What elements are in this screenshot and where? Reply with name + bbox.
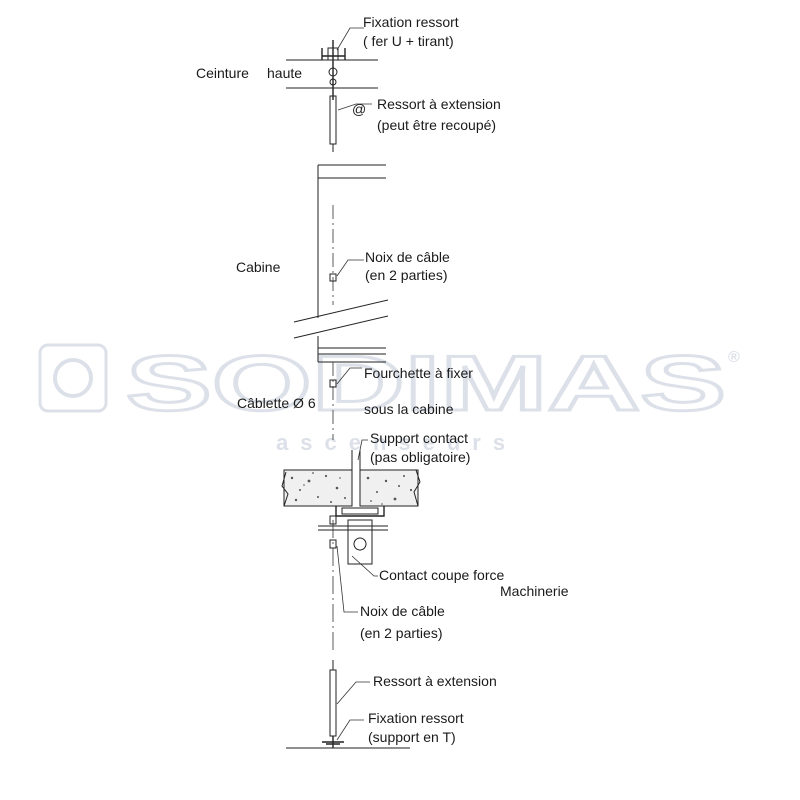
slab-left: [283, 469, 353, 507]
label-ressort-top-1: Ressort à extension: [377, 96, 501, 112]
label-fixation-bot-1: Fixation ressort: [368, 710, 464, 726]
top-spring: [329, 95, 337, 152]
label-ressort-top-2: (peut être recoupé): [377, 117, 496, 133]
concrete-slab: [281, 469, 421, 507]
cabin: [293, 164, 389, 363]
label-machinerie: Machinerie: [500, 583, 569, 599]
label-cabine: Cabine: [236, 259, 281, 275]
main-cable: [329, 205, 337, 650]
label-noix-bot-2: (en 2 parties): [360, 625, 442, 641]
watermark-tagline: ascenseurs: [276, 430, 517, 455]
label-fixation-top-1: Fixation ressort: [363, 14, 459, 30]
watermark-registered: ®: [728, 349, 740, 366]
watermark: SODIMAS ® ascenseurs: [38, 338, 740, 455]
label-fixation-bot-2: (support en T): [368, 729, 456, 745]
top-fixation: [286, 40, 378, 100]
contact-assembly: [318, 450, 388, 565]
label-noix-bot-1: Noix de câble: [360, 603, 445, 619]
label-support-1: Support contact: [370, 430, 468, 446]
label-contact: Contact coupe force: [379, 567, 505, 583]
label-cablette: Câblette Ø 6: [237, 395, 316, 411]
label-at-sign: @: [352, 101, 366, 117]
label-ceinture: Ceinture: [196, 65, 249, 81]
watermark-logo-box: [38, 343, 108, 413]
label-fixation-top-2: ( fer U + tirant): [363, 33, 454, 49]
label-haute: haute: [267, 65, 302, 81]
watermark-brand: SODIMAS: [126, 339, 726, 427]
label-fourchette-2: sous la cabine: [364, 401, 454, 417]
label-fourchette-1: Fourchette à fixer: [364, 365, 473, 381]
label-support-2: (pas obligatoire): [370, 449, 470, 465]
watermark-logo-mark: [53, 358, 93, 398]
slab-right: [359, 469, 419, 507]
label-noix-top-1: Noix de câble: [365, 249, 450, 265]
slab-texture: [290, 472, 413, 505]
label-ressort-bot: Ressort à extension: [373, 673, 497, 689]
leaders: [336, 27, 378, 741]
label-noix-top-2: (en 2 parties): [365, 267, 447, 283]
bottom-spring: [286, 660, 410, 749]
